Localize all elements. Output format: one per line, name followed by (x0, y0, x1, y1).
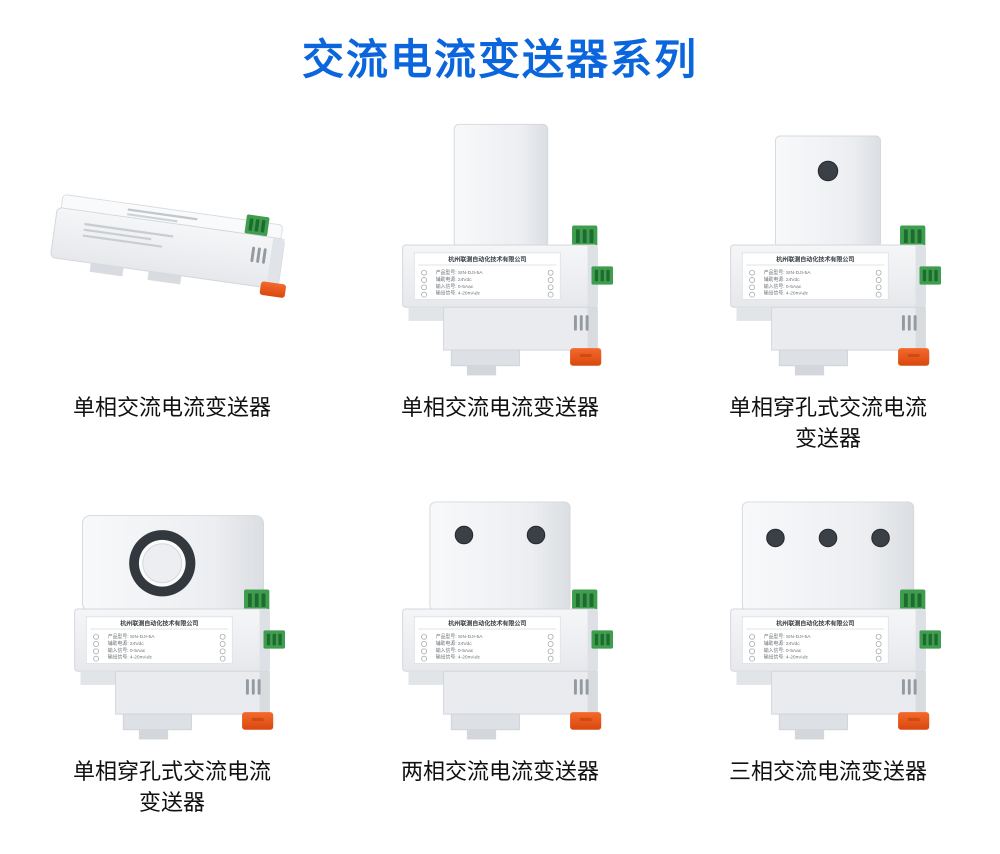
printed-text-lines (82, 222, 174, 248)
top-housing (741, 501, 915, 612)
mounting-hole-2 (818, 528, 838, 548)
product-caption-5: 两相交流电流变送器 (400, 759, 599, 784)
current-window-hole (129, 530, 196, 597)
mounting-hole-1 (454, 525, 474, 545)
orange-clip (259, 281, 286, 298)
device-base (403, 590, 613, 740)
product-image-single-phase-horizontal (50, 194, 286, 298)
product-image-through-hole-small (682, 135, 974, 391)
mounting-hole-3 (871, 528, 890, 548)
product-caption-4: 单相穿孔式交流电流变送器 (72, 759, 271, 815)
top-housing (453, 123, 549, 248)
top-housing (429, 501, 571, 612)
product-image-through-hole-large (26, 515, 318, 755)
product-image-three-phase (682, 501, 974, 755)
device-base (75, 590, 285, 740)
product-card-2: 单相交流电流变送器 (336, 99, 664, 455)
product-caption-1: 单相交流电流变送器 (72, 395, 271, 420)
device-base (731, 226, 941, 376)
top-housing (774, 135, 882, 248)
product-grid: 单相交流电流变送器 单相交流电流变送器 单相穿孔式交流电流变送器 (8, 99, 992, 819)
product-image-two-phase (354, 501, 646, 755)
product-caption-2: 单相交流电流变送器 (400, 395, 599, 420)
page-title: 交流电流变送器系列 (301, 36, 698, 83)
horizontal-device (50, 194, 286, 298)
din-rail-foot (89, 263, 124, 277)
mounting-hole-1 (766, 528, 785, 548)
product-card-3: 单相穿孔式交流电流变送器 (664, 99, 992, 455)
product-card-4: 单相穿孔式交流电流变送器 (8, 463, 336, 819)
device-base (731, 590, 941, 740)
product-caption-6: 三相交流电流变送器 (728, 759, 927, 784)
top-housing (81, 515, 264, 612)
mounting-hole (817, 160, 839, 182)
product-image-single-phase-tower (354, 123, 646, 391)
device-base (403, 226, 613, 376)
product-caption-3: 单相穿孔式交流电流变送器 (728, 395, 927, 451)
product-card-5: 两相交流电流变送器 (336, 463, 664, 819)
product-card-1: 单相交流电流变送器 (8, 99, 336, 455)
mounting-hole-2 (526, 525, 546, 545)
product-card-6: 三相交流电流变送器 (664, 463, 992, 819)
